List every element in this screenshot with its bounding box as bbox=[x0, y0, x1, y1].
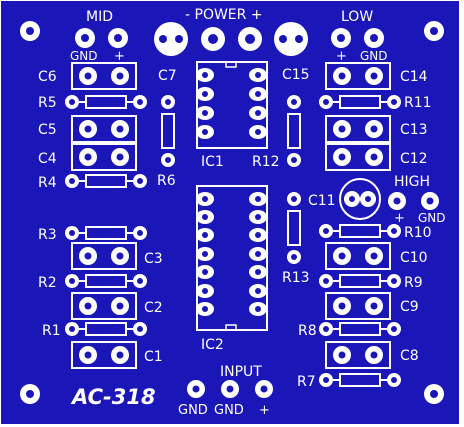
resistor-r11 bbox=[319, 95, 401, 109]
cap-c9-outline bbox=[325, 292, 391, 320]
cap-c2-outline bbox=[71, 292, 137, 320]
high-header-label: HIGH bbox=[394, 174, 430, 190]
mid-gnd-label: GND bbox=[70, 49, 98, 63]
left-cap-pads bbox=[79, 67, 129, 364]
high-output-header: HIGH + GND bbox=[388, 174, 446, 226]
label-c1: C1 bbox=[144, 349, 163, 365]
right-cap-pads bbox=[333, 67, 383, 364]
mid-plus-label: + bbox=[114, 49, 125, 64]
cap-c13-outline bbox=[325, 115, 391, 143]
low-plus-label: + bbox=[336, 49, 347, 64]
vertical-r12 bbox=[287, 95, 301, 167]
power-header: - POWER + bbox=[154, 7, 308, 56]
mid-output-header: MID GND + bbox=[70, 9, 128, 64]
label-c9: C9 bbox=[400, 299, 419, 315]
input-header-label: INPUT bbox=[220, 364, 262, 380]
cap-c4-outline bbox=[71, 143, 137, 171]
left-capacitors bbox=[71, 62, 137, 369]
label-c14: C14 bbox=[400, 69, 428, 85]
label-c11: C11 bbox=[308, 193, 336, 209]
label-r5: R5 bbox=[38, 95, 57, 111]
resistor-r5 bbox=[65, 95, 147, 109]
label-c4: C4 bbox=[38, 151, 57, 167]
ic2-label: IC2 bbox=[201, 337, 224, 353]
label-r12: R12 bbox=[252, 154, 280, 170]
resistor-r9 bbox=[319, 274, 401, 288]
cap-c6-outline bbox=[71, 62, 137, 90]
resistor-r2 bbox=[65, 274, 147, 288]
label-r7: R7 bbox=[297, 374, 316, 390]
left-component-labels: C6 R5 C5 C4 R4 R3 C3 R2 C2 R1 C1 bbox=[38, 69, 163, 365]
low-gnd-label: GND bbox=[360, 49, 388, 63]
input-gnd2-label: GND bbox=[214, 403, 244, 418]
right-resistors bbox=[319, 95, 401, 387]
label-r8: R8 bbox=[298, 323, 317, 339]
vertical-r13 bbox=[287, 192, 301, 264]
label-r1: R1 bbox=[42, 323, 61, 339]
label-c2: C2 bbox=[144, 300, 163, 316]
input-header: INPUT GND GND + bbox=[178, 364, 273, 418]
label-r9: R9 bbox=[404, 275, 423, 291]
mounting-holes bbox=[20, 21, 444, 404]
right-component-labels: C14 R11 C13 C12 R10 C10 R9 C9 R8 C8 R7 bbox=[297, 69, 432, 390]
high-gnd-label: GND bbox=[418, 211, 446, 225]
cap-c3-outline bbox=[71, 242, 137, 270]
label-c5: C5 bbox=[38, 122, 57, 138]
cap-c11 bbox=[339, 178, 381, 220]
board-title: AC-318 bbox=[70, 385, 156, 409]
label-c7: C7 bbox=[158, 68, 177, 84]
cap-c1-outline bbox=[71, 341, 137, 369]
low-header-label: LOW bbox=[341, 9, 373, 25]
cap-c5-outline bbox=[71, 115, 137, 143]
resistor-r4 bbox=[65, 174, 147, 188]
left-resistors bbox=[65, 95, 147, 336]
label-c15: C15 bbox=[282, 67, 310, 83]
power-cap-left bbox=[154, 22, 188, 56]
label-r3: R3 bbox=[38, 227, 57, 243]
label-c10: C10 bbox=[400, 250, 428, 266]
high-plus-label: + bbox=[394, 211, 405, 226]
vertical-r6 bbox=[161, 95, 175, 167]
label-c13: C13 bbox=[400, 122, 428, 138]
power-header-label: - POWER + bbox=[185, 7, 263, 23]
low-output-header: LOW + GND bbox=[331, 9, 388, 64]
ic2-footprint bbox=[196, 185, 268, 331]
label-r2: R2 bbox=[38, 275, 57, 291]
label-r4: R4 bbox=[38, 175, 57, 191]
input-gnd1-label: GND bbox=[178, 403, 208, 418]
resistor-r7 bbox=[319, 373, 401, 387]
input-plus-label: + bbox=[259, 403, 270, 418]
label-r13: R13 bbox=[282, 270, 310, 286]
mid-header-label: MID bbox=[86, 9, 113, 25]
label-c8: C8 bbox=[400, 348, 419, 364]
cap-c8-outline bbox=[325, 341, 391, 369]
ic1-label: IC1 bbox=[201, 154, 224, 170]
right-capacitors bbox=[325, 62, 391, 369]
cap-c10-outline bbox=[325, 242, 391, 270]
label-r10: R10 bbox=[404, 225, 432, 241]
label-c6: C6 bbox=[38, 69, 57, 85]
cap-c12-outline bbox=[325, 143, 391, 171]
resistor-r8 bbox=[319, 322, 401, 336]
resistor-r1 bbox=[65, 322, 147, 336]
label-r6: R6 bbox=[157, 173, 176, 189]
label-r11: R11 bbox=[404, 95, 432, 111]
resistor-r10 bbox=[319, 224, 401, 238]
cap-c14-outline bbox=[325, 62, 391, 90]
ic1-footprint bbox=[196, 61, 268, 149]
power-cap-right bbox=[274, 22, 308, 56]
label-c12: C12 bbox=[400, 151, 428, 167]
resistor-r3 bbox=[65, 226, 147, 240]
label-c3: C3 bbox=[144, 251, 163, 267]
